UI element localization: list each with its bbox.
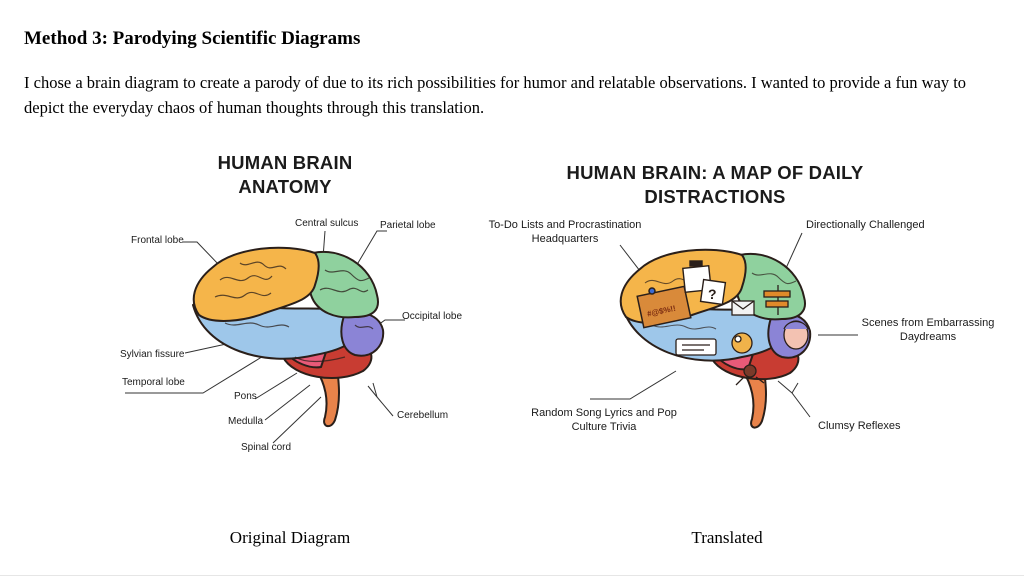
original-brain: [192, 246, 385, 428]
doodle-ticket: [675, 338, 717, 356]
label-todo-lists: To-Do Lists and Procrastination Headquar…: [488, 219, 642, 245]
doodle-signpost: [763, 285, 791, 315]
frontal-lobe: [192, 246, 320, 322]
leader-medulla: [264, 384, 311, 421]
label-song-lyrics: Random Song Lyrics and Pop Culture Trivi…: [531, 407, 677, 433]
leader-cerebellum: [367, 385, 394, 417]
doodle-sticky-note: [636, 285, 692, 329]
original-caption: Original Diagram: [229, 528, 351, 547]
leader-parietal: [354, 230, 387, 269]
label-medulla: Medulla: [228, 416, 264, 427]
label-frontal-lobe: Frontal lobe: [131, 235, 184, 246]
label-clumsy-reflexes: Clumsy Reflexes: [818, 420, 901, 432]
occipital-lobe: [340, 311, 385, 357]
label-parietal-lobe: Parietal lobe: [380, 220, 436, 231]
label-central-sulcus: Central sulcus: [295, 218, 359, 229]
leader-spinal: [272, 396, 322, 444]
leader-clumsy: [777, 380, 811, 418]
intro-paragraph: I chose a brain diagram to create a paro…: [24, 73, 967, 117]
translated-brain-illustration: #@$%!! ?: [590, 232, 858, 429]
label-cerebellum: Cerebellum: [397, 410, 449, 421]
label-directionally-challenged: Directionally Challenged: [806, 219, 925, 231]
leader-temporal: [125, 354, 266, 394]
doodle-daydream-face: [783, 320, 809, 350]
doodle-envelope: [731, 300, 755, 316]
leader-pons: [254, 372, 298, 400]
original-diagram: HUMAN BRAIN ANATOMY: [115, 145, 485, 465]
label-sylvian-fissure: Sylvian fissure: [120, 349, 185, 360]
spinal-cord: [314, 366, 340, 428]
translated-diagram: HUMAN BRAIN: A MAP OF DAILY DISTRACTIONS: [480, 145, 1008, 465]
label-temporal-lobe: Temporal lobe: [122, 377, 185, 388]
t-spinal-cord: [741, 368, 767, 429]
label-occipital-lobe: Occipital lobe: [402, 311, 463, 322]
label-embarrassing-daydreams: Scenes from Embarrassing Daydreams: [861, 317, 995, 343]
leader-lyrics: [590, 370, 677, 400]
label-spinal-cord: Spinal cord: [241, 442, 292, 453]
leader-todo: [619, 244, 641, 272]
doodle-todo-papers: [682, 260, 727, 306]
label-pons: Pons: [234, 391, 257, 402]
question-mark-doodle: ?: [708, 286, 717, 302]
translated-caption: Translated: [691, 528, 763, 547]
original-brain-illustration: [125, 230, 405, 444]
doodle-falling-figure: [735, 364, 765, 386]
doodle-popcorn: [731, 332, 753, 354]
section-heading: Method 3: Parodying Scientific Diagrams: [24, 28, 361, 49]
original-diagram-title: HUMAN BRAIN ANATOMY: [217, 152, 353, 197]
translated-diagram-title: HUMAN BRAIN: A MAP OF DAILY DISTRACTIONS: [566, 162, 864, 207]
